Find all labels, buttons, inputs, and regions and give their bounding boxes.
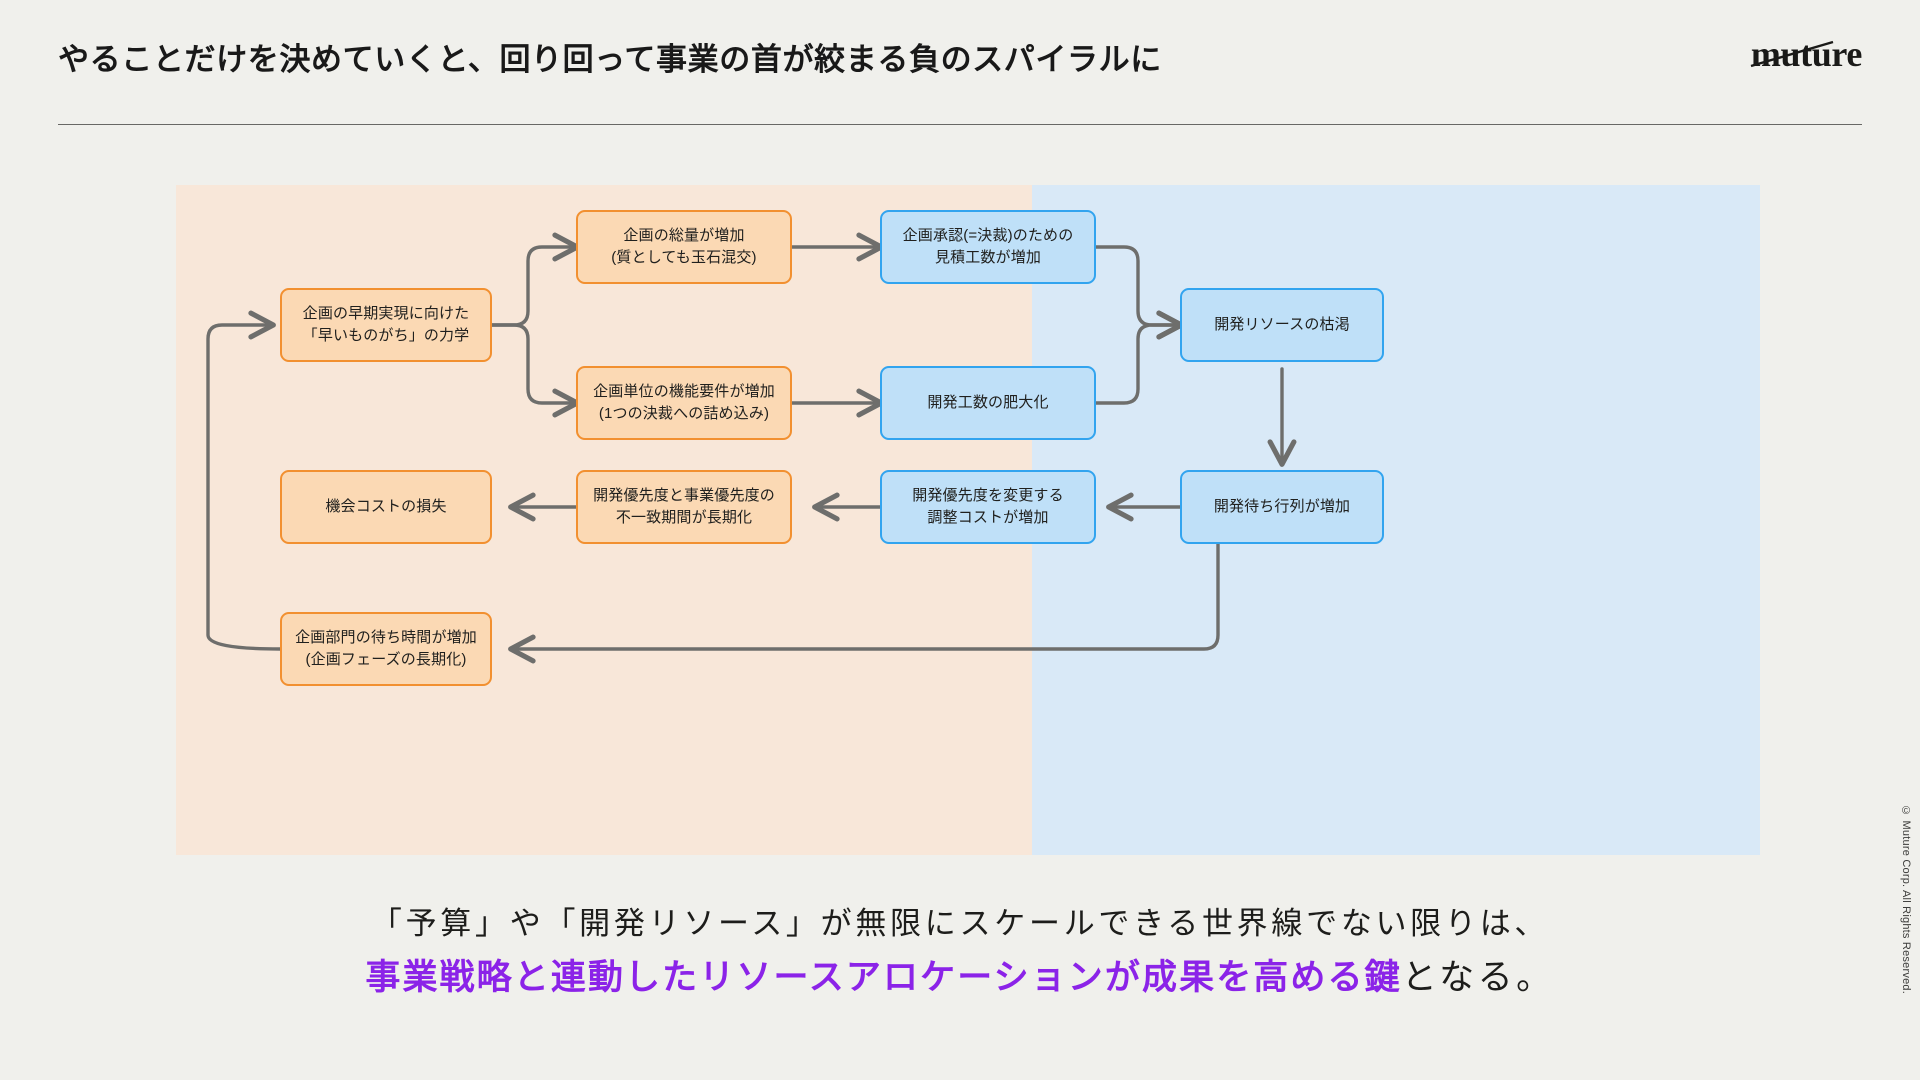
edge-n5-n6 — [1094, 310, 1184, 405]
caption-line-2: 事業戦略と連動したリソースアロケーションが成果を高める鍵となる。 — [0, 952, 1920, 1005]
node-n7-line1: 開発待ち行列が増加 — [1213, 497, 1351, 515]
node-n5[interactable]: 開発工数の肥大化 — [880, 366, 1096, 440]
node-n11-line1: 企画部門の待ち時間が増加 — [295, 628, 477, 646]
logo-wordmark: muture — [1750, 34, 1863, 74]
header-divider — [58, 124, 1862, 125]
node-n1-line1: 企画の早期実現に向けた — [302, 304, 470, 322]
caption-line-1: 「予算」や「開発リソース」が無限にスケールできる世界線でない限りは、 — [370, 906, 1550, 941]
node-n6-line1: 開発リソースの枯渇 — [1214, 315, 1350, 333]
node-n11[interactable]: 企画部門の待ち時間が増加 (企画フェーズの長期化) — [280, 612, 492, 686]
node-n4-line2: 見積工数が増加 — [934, 249, 1042, 266]
caption-highlight: 事業戦略と連動したリソースアロケーションが成果を高める鍵 — [365, 958, 1402, 998]
caption-tail: となる。 — [1401, 958, 1555, 998]
node-n2-line1: 企画の総量が増加 — [623, 226, 745, 244]
edge-n1-n3 — [490, 323, 580, 418]
node-n2-line2: (質としても玉石混交) — [611, 249, 757, 266]
node-n7[interactable]: 開発待ち行列が増加 — [1180, 470, 1384, 544]
diagram-panel: 企画の早期実現に向けた 「早いものがち」の力学 企画の総量が増加 (質としても玉… — [176, 185, 1760, 855]
node-n4[interactable]: 企画承認(=決裁)のための 見積工数が増加 — [880, 210, 1096, 284]
node-n9[interactable]: 開発優先度と事業優先度の 不一致期間が長期化 — [576, 470, 792, 544]
conclusion-caption: 「予算」や「開発リソース」が無限にスケールできる世界線でない限りは、 事業戦略と… — [0, 900, 1920, 1005]
edge-n1-n2 — [490, 232, 580, 327]
muture-logo: muture — [1750, 34, 1863, 74]
node-n8[interactable]: 開発優先度を変更する 調整コストが増加 — [880, 470, 1096, 544]
node-n4-line1: 企画承認(=決裁)のための — [902, 226, 1074, 244]
page-title: やることだけを決めていくと、回り回って事業の首が絞まる負のスパイラルに — [58, 42, 1162, 77]
node-n5-line1: 開発工数の肥大化 — [927, 393, 1049, 411]
node-n2[interactable]: 企画の総量が増加 (質としても玉石混交) — [576, 210, 792, 284]
edge-n11-n1 — [206, 310, 282, 651]
node-n6[interactable]: 開発リソースの枯渇 — [1180, 288, 1384, 362]
node-n8-line2: 調整コストが増加 — [927, 509, 1049, 526]
node-n3-line1: 企画単位の機能要件が増加 — [593, 382, 775, 400]
copyright-notice: © Muture Corp. All Rights Reserved. — [1900, 804, 1912, 994]
edge-n4-n6 — [1094, 245, 1184, 340]
node-n10-line1: 機会コストの損失 — [325, 497, 447, 515]
development-zone-background — [1032, 185, 1760, 855]
node-n1-line2: 「早いものがち」の力学 — [302, 327, 470, 344]
node-n1[interactable]: 企画の早期実現に向けた 「早いものがち」の力学 — [280, 288, 492, 362]
node-n10[interactable]: 機会コストの損失 — [280, 470, 492, 544]
node-n3[interactable]: 企画単位の機能要件が増加 (1つの決裁への詰め込み) — [576, 366, 792, 440]
node-n9-line2: 不一致期間が長期化 — [615, 509, 753, 526]
node-n11-line2: (企画フェーズの長期化) — [305, 651, 467, 668]
node-n8-line1: 開発優先度を変更する — [912, 486, 1064, 504]
node-n9-line1: 開発優先度と事業優先度の — [593, 486, 775, 504]
node-n3-line2: (1つの決裁への詰め込み) — [598, 405, 770, 422]
diagram-connectors — [206, 232, 1297, 664]
